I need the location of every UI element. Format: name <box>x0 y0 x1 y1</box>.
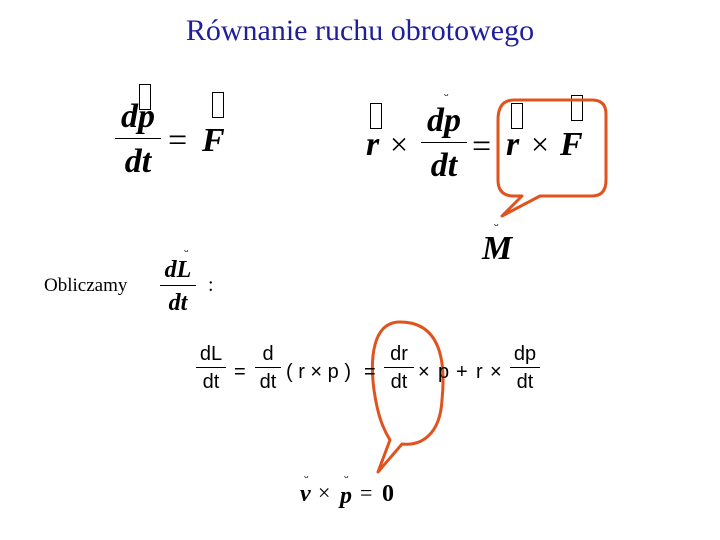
placeholder-glyph <box>370 103 382 129</box>
vector-arrow-icon: ᵕ <box>184 245 189 259</box>
force-symbol: F <box>202 122 225 159</box>
vector-arrow-icon: ᵕ <box>304 471 309 485</box>
equals-sign: = <box>168 122 188 159</box>
cross-product-sign: × <box>490 361 502 383</box>
fraction-dp-dt: dp dt <box>420 104 468 183</box>
radius-symbol: r <box>366 126 380 163</box>
fraction-dr-dt: dr dt <box>382 344 416 392</box>
cross-product-parenthesis: ( r × p ) <box>286 361 352 383</box>
equals-sign: = <box>364 361 376 383</box>
fraction-dL-dt: dL dt <box>158 258 198 315</box>
radius-symbol: r <box>506 126 520 163</box>
equals-sign: = <box>360 480 373 505</box>
placeholder-glyph <box>139 84 151 110</box>
fraction-dp-dt: dp dt <box>114 100 162 179</box>
placeholder-glyph <box>511 103 523 129</box>
callout-torque-bubble <box>496 98 608 218</box>
page-title: Równanie ruchu obrotowego <box>185 14 535 47</box>
placeholder-glyph <box>212 92 224 118</box>
compute-label: Obliczamy <box>44 275 128 296</box>
vector-arrow-icon: ᵕ <box>344 471 349 485</box>
fraction-dp-dt: dp dt <box>508 344 542 392</box>
equals-sign: = <box>472 128 492 165</box>
cross-product-sign: × <box>418 361 430 383</box>
torque-symbol: M <box>482 230 513 267</box>
callout-velocity-bubble <box>370 320 445 474</box>
fraction-dL-dt: dL dt <box>194 344 228 392</box>
plus-sign: + <box>456 361 468 383</box>
cross-product-sign: × <box>318 480 331 505</box>
colon: : <box>208 274 214 296</box>
vector-arrow-icon: ᵕ <box>444 89 449 103</box>
vector-arrow-icon: ᵕ <box>494 219 499 233</box>
radius-symbol: r <box>476 361 483 383</box>
force-symbol: F <box>560 126 583 163</box>
placeholder-glyph <box>571 95 583 121</box>
momentum-symbol: p <box>340 483 352 509</box>
momentum-symbol: p <box>438 361 450 383</box>
equals-sign: = <box>234 361 246 383</box>
fraction-d-dt: d dt <box>254 344 282 392</box>
cross-product-sign: × <box>390 126 409 162</box>
velocity-symbol: v <box>300 481 311 507</box>
cross-product-sign: × <box>531 126 550 162</box>
zero-value: 0 <box>382 481 394 507</box>
